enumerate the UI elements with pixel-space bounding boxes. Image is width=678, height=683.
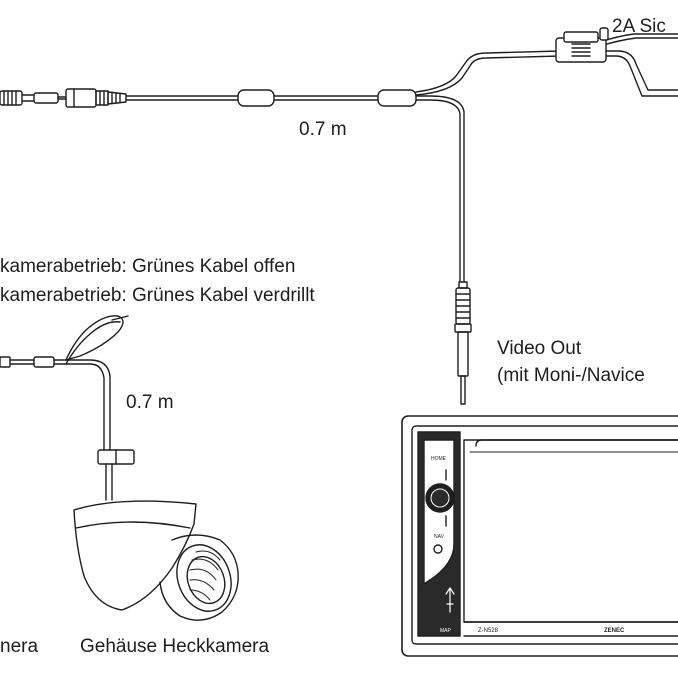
- head-unit-model-label: Z-N528: [478, 628, 499, 634]
- video-out-rca-plug: [454, 281, 472, 405]
- fuse-holder: [555, 27, 609, 63]
- cable-length-top: 0.7 m: [299, 119, 347, 140]
- left-plug-connector: [0, 90, 67, 106]
- fuse-label: 2A Sic: [612, 16, 666, 37]
- cable-sleeve-1: [237, 89, 379, 107]
- mode-line-2: kamerabetrieb: Grünes Kabel verdrillt: [0, 285, 315, 306]
- mode-line-1: kamerabetrieb: Grünes Kabel offen: [0, 256, 296, 277]
- head-unit-home-label: HOME: [431, 456, 447, 462]
- cable-sleeve-2: [377, 89, 417, 107]
- female-connector: [65, 88, 127, 108]
- head-unit-nav-label: NAV: [434, 534, 445, 540]
- camera-cable: [0, 315, 135, 501]
- head-unit-brand-label: ZENEC: [604, 628, 625, 634]
- head-unit-map-label: MAP: [440, 628, 452, 634]
- video-out-line-2: (mit Moni-/Navice: [497, 365, 645, 386]
- head-unit: HOME NAV MAP Z-N528 ZENEC: [401, 415, 678, 657]
- video-out-line-1: Video Out: [497, 338, 582, 359]
- cable-length-camera: 0.7 m: [126, 392, 174, 413]
- top-cable-harness: [0, 27, 678, 283]
- rear-camera-housing: [73, 500, 239, 621]
- camera-caption-left: nera: [0, 636, 39, 657]
- camera-caption-right: Gehäuse Heckkamera: [80, 636, 270, 657]
